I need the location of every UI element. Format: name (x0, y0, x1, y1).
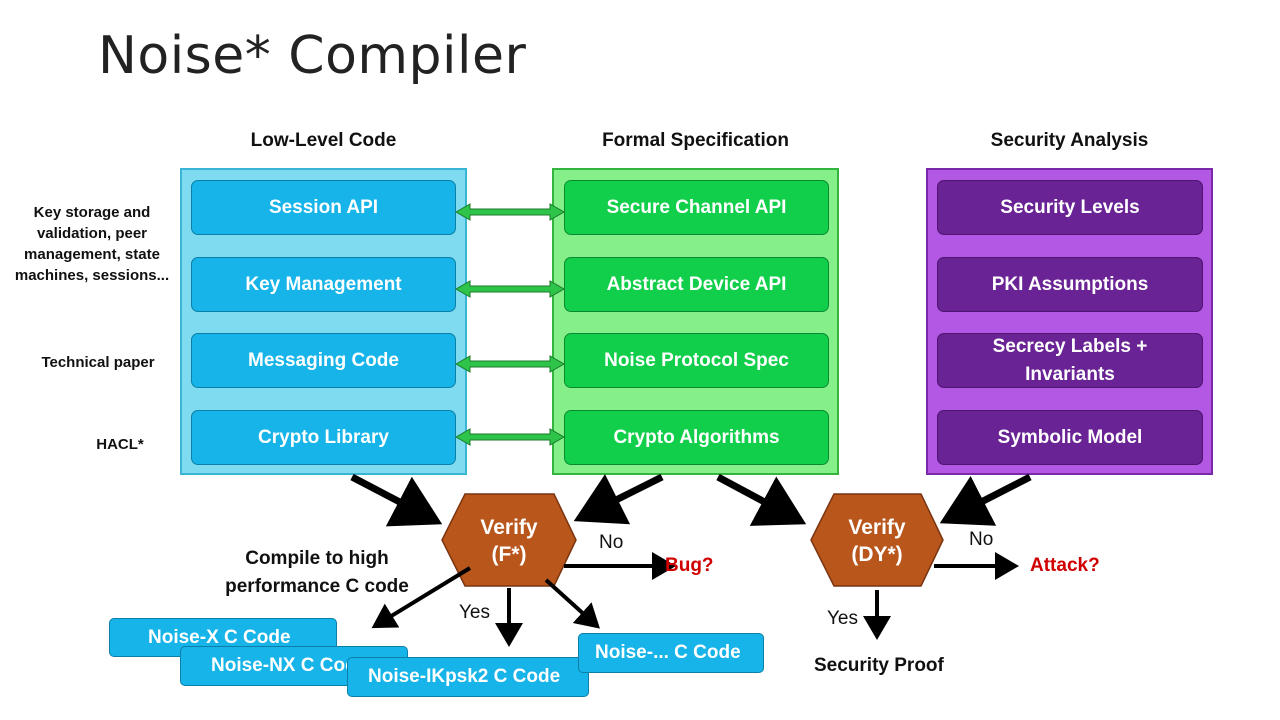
security-proof-label: Security Proof (814, 655, 944, 676)
verify-fstar-label: Verify (F*) (442, 514, 576, 569)
yes-label-fstar: Yes (459, 602, 490, 623)
arrow-formal-to-verify-fstar (573, 473, 664, 525)
noise-x-c-code-box: Noise-X C Code (109, 618, 337, 657)
no-label-dy: No (969, 529, 994, 550)
connector-keymgmt-abstract-device (454, 280, 566, 298)
verify-dy-line1: Verify (848, 516, 906, 539)
heading-formal-specification: Formal Specification (602, 130, 789, 151)
symbolic-model-box: Symbolic Model (937, 410, 1203, 465)
arrow-lowlevel-to-verify-fstar (350, 473, 443, 527)
crypto-library-box: Crypto Library (191, 410, 456, 465)
attack-label: Attack? (1030, 555, 1100, 576)
heading-security-analysis: Security Analysis (990, 130, 1149, 151)
verify-dy-line2: (DY*) (851, 543, 903, 567)
slide-title: Noise* Compiler (98, 26, 527, 86)
connector-session-secure-channel (454, 203, 566, 221)
messaging-code-box: Messaging Code (191, 333, 456, 388)
side-note-key-storage: Key storage and validation, peer managem… (14, 204, 170, 284)
arrow-fstar-to-noise-dots (544, 578, 600, 629)
verify-fstar-line2: (F*) (491, 543, 527, 567)
side-note-hacl: HACL* (96, 436, 144, 453)
connector-crypto-library-algorithms (454, 428, 566, 446)
key-management-box: Key Management (191, 257, 456, 312)
secrecy-labels-invariants-box: Secrecy Labels + Invariants (937, 333, 1203, 388)
verify-dy-label: Verify (DY*) (811, 514, 943, 569)
session-api-box: Session API (191, 180, 456, 235)
noise-protocol-spec-box: Noise Protocol Spec (564, 333, 829, 388)
side-note-technical-paper: Technical paper (41, 354, 155, 371)
noise-ikpsk2-c-code-box: Noise-IKpsk2 C Code (347, 657, 589, 697)
crypto-algorithms-box: Crypto Algorithms (564, 410, 829, 465)
noise-dots-c-code-box: Noise-... C Code (578, 633, 764, 673)
arrow-security-to-verify-dy (939, 473, 1032, 526)
heading-low-level-code: Low-Level Code (250, 130, 397, 151)
no-label-fstar: No (599, 532, 624, 553)
bug-label: Bug? (665, 555, 714, 576)
verify-fstar-line1: Verify (480, 516, 538, 539)
verify-dy-hexagon (810, 493, 944, 587)
security-levels-box: Security Levels (937, 180, 1203, 235)
abstract-device-api-box: Abstract Device API (564, 257, 829, 312)
yes-label-dy: Yes (827, 608, 858, 629)
arrow-formal-to-verify-dy (716, 473, 807, 526)
compile-label: Compile to high performance C code (225, 548, 409, 597)
secure-channel-api-box: Secure Channel API (564, 180, 829, 235)
verify-fstar-hexagon (441, 493, 577, 587)
connector-messaging-noise-spec (454, 355, 566, 373)
arrow-fstar-to-noise-x (371, 566, 472, 629)
pki-assumptions-box: PKI Assumptions (937, 257, 1203, 312)
